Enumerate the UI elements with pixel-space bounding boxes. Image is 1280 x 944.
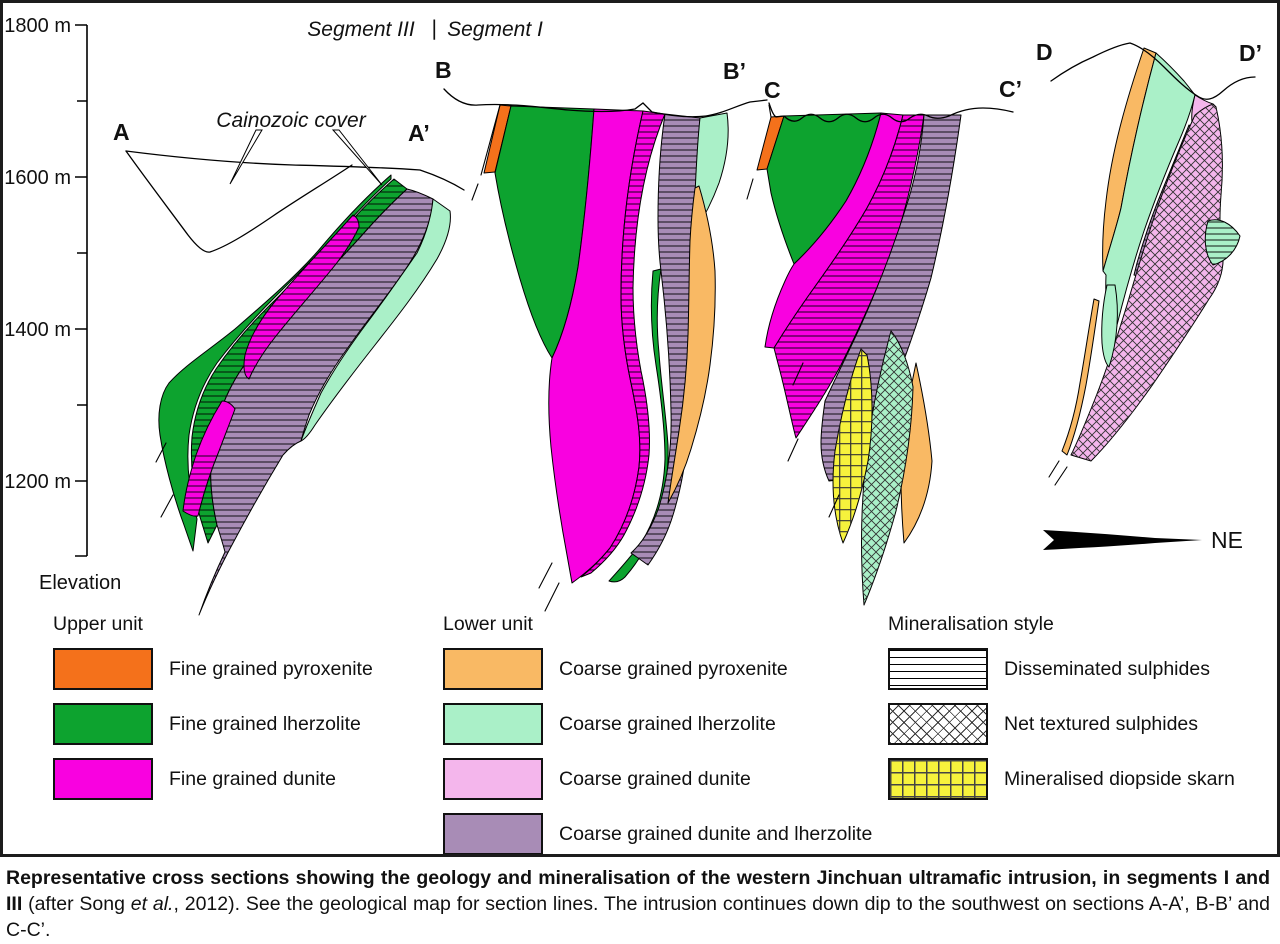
d-tail-lherzolite-sliver — [1101, 284, 1118, 368]
swatch-disseminated-sulphides — [888, 648, 988, 690]
caption-text: (after Song — [22, 893, 131, 915]
caption-text: , 2012). See the geological map for sect… — [6, 893, 1270, 941]
section-a: Cainozoic cover A A’ — [113, 109, 465, 616]
legend-item: Net textured sulphides — [888, 703, 1235, 745]
a-fine-lherzolite — [158, 174, 392, 552]
legend-item: Coarse grained pyroxenite — [443, 648, 872, 690]
a-coarse-lherzolite — [300, 198, 451, 442]
swatch-net-textured-sulphides — [888, 703, 988, 745]
b-coarse-pyroxenite — [667, 185, 716, 504]
legend-item-label: Disseminated sulphides — [1004, 657, 1210, 680]
segment-right-label: Segment I — [447, 18, 543, 41]
d-lens-overlay — [1205, 219, 1240, 265]
legend-item-label: Fine grained dunite — [169, 767, 336, 790]
swatch-coarse-dunite — [443, 758, 543, 800]
section-c-start-label: C — [764, 77, 781, 103]
legend-group-title: Lower unit — [443, 613, 533, 635]
legend-item-label: Mineralised diopside skarn — [1004, 767, 1235, 790]
cainozoic-cover-label: Cainozoic cover — [216, 109, 366, 132]
compass: NE — [1043, 527, 1243, 553]
b-terrain-line — [443, 88, 768, 118]
legend-item: Mineralised diopside skarn — [888, 758, 1235, 800]
legend-group-lower-unit: Lower unit Coarse grained pyroxenite Coa… — [443, 613, 873, 854]
legend-item-label: Fine grained pyroxenite — [169, 657, 373, 680]
a-fault-ticks — [155, 442, 174, 518]
section-b: B B’ — [435, 57, 768, 612]
swatch-fine-pyroxenite — [53, 648, 153, 690]
section-c: C C’ — [746, 76, 1022, 606]
axis-tick-1800: 1800 m — [4, 15, 71, 37]
segment-header: Segment III | Segment I — [307, 17, 543, 41]
swatch-fine-lherzolite — [53, 703, 153, 745]
section-b-start-label: B — [435, 57, 452, 83]
legend-item: Fine grained pyroxenite — [53, 648, 373, 690]
legend-group-mineralisation: Mineralisation style Disseminated sulphi… — [888, 613, 1235, 814]
elevation-axis: 1800 m 1600 m 1400 m 1200 m Elevation — [4, 15, 121, 594]
segment-divider: | — [431, 17, 436, 40]
section-a-start-label: A — [113, 119, 130, 145]
section-b-end-label: B’ — [723, 58, 746, 84]
a-callout-flag-right — [331, 129, 383, 186]
legend-group-title: Upper unit — [53, 613, 143, 635]
legend-item-label: Coarse grained pyroxenite — [559, 657, 788, 680]
c-terrain-line — [768, 102, 1014, 123]
section-a-end-label: A’ — [408, 120, 430, 146]
swatch-coarse-pyroxenite — [443, 648, 543, 690]
legend-group-upper-unit: Upper unit Fine grained pyroxenite Fine … — [53, 613, 373, 814]
axis-title: Elevation — [39, 572, 121, 594]
axis-tick-1600: 1600 m — [4, 167, 71, 189]
legend-item: Coarse grained dunite and lherzolite — [443, 813, 873, 854]
a-dunite-lens2-overlay — [183, 451, 219, 517]
d-fault-ticks — [1048, 460, 1068, 486]
legend-item-label: Fine grained lherzolite — [169, 712, 361, 735]
swatch-diopside-skarn — [888, 758, 988, 800]
d-terrain-line — [1050, 42, 1256, 100]
swatch-coarse-dunite-lherzolite — [443, 813, 543, 854]
section-c-end-label: C’ — [999, 76, 1022, 102]
legend-item-label: Coarse grained dunite and lherzolite — [559, 822, 873, 845]
a-callout-flag-left — [229, 129, 263, 185]
swatch-coarse-lherzolite — [443, 703, 543, 745]
b-fault-line — [471, 104, 560, 612]
compass-arrow — [1043, 530, 1202, 550]
section-d: D D’ — [1036, 39, 1262, 486]
legend-item-label: Coarse grained lherzolite — [559, 712, 776, 735]
axis-tick-1400: 1400 m — [4, 319, 71, 341]
section-d-start-label: D — [1036, 39, 1053, 65]
cross-sections-figure: 1800 m 1600 m 1400 m 1200 m Elevation Se… — [0, 0, 1280, 857]
legend-item-label: Coarse grained dunite — [559, 767, 751, 790]
legend-item: Coarse grained lherzolite — [443, 703, 872, 745]
c-fault-ticks — [746, 104, 840, 518]
compass-label: NE — [1211, 527, 1243, 553]
cross-sections-drawing: 1800 m 1600 m 1400 m 1200 m Elevation Se… — [4, 15, 1262, 616]
legend-item: Coarse grained dunite — [443, 758, 872, 800]
legend-item: Fine grained lherzolite — [53, 703, 373, 745]
a-basin-outline — [125, 150, 353, 253]
caption-bold-text: Representative cross sections showing th… — [6, 867, 1270, 915]
figure-caption: Representative cross sections showing th… — [0, 857, 1280, 943]
b-lherzolite-sliver — [608, 268, 669, 583]
segment-left-label: Segment III — [307, 18, 415, 41]
legend-item: Disseminated sulphides — [888, 648, 1235, 690]
d-coarse-lherzolite — [1102, 52, 1196, 349]
legend-item: Fine grained dunite — [53, 758, 373, 800]
section-d-end-label: D’ — [1239, 40, 1262, 66]
a-terrain-line — [125, 150, 465, 191]
caption-italic-text: et al. — [130, 893, 174, 915]
legend-group-title: Mineralisation style — [888, 613, 1054, 635]
axis-tick-1200: 1200 m — [4, 471, 71, 493]
swatch-fine-dunite — [53, 758, 153, 800]
d-tail-pyroxenite-sliver — [1061, 298, 1100, 456]
legend-item-label: Net textured sulphides — [1004, 712, 1199, 735]
